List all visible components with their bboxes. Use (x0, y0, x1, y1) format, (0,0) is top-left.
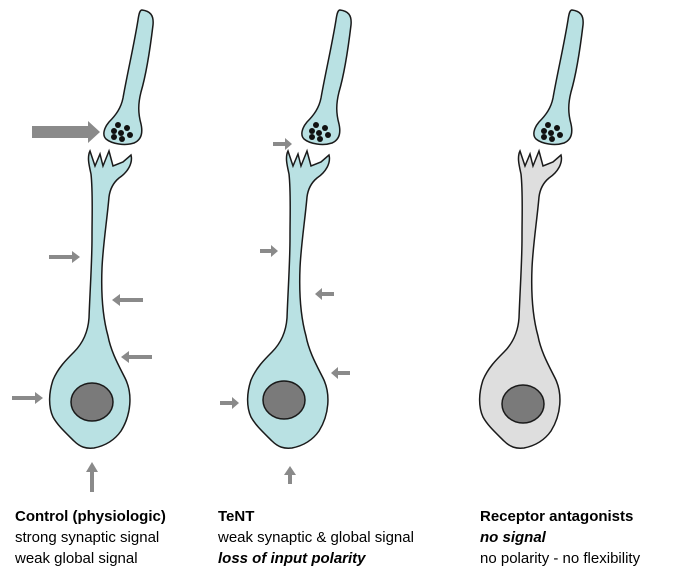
control-arrow-soma-left (12, 392, 43, 404)
tent-panel (220, 10, 351, 484)
antagonists-line-2: no polarity - no flexibility (480, 548, 640, 569)
control-title: Control (physiologic) (15, 506, 166, 527)
control-arrow-soma-bottom (86, 462, 98, 492)
control-caption: Control (physiologic) strong synaptic si… (15, 506, 166, 569)
control-panel (12, 10, 153, 492)
control-line-1: strong synaptic signal (15, 527, 166, 548)
tent-synaptic-arrow (273, 138, 292, 150)
tent-arrow-soma-right (331, 367, 350, 379)
tent-nucleus (263, 381, 305, 419)
antagonists-nucleus (502, 385, 544, 423)
control-arrow-dendrite-left (49, 251, 80, 263)
neuron-diagram (0, 0, 673, 500)
tent-caption: TeNT weak synaptic & global signal loss … (218, 506, 414, 569)
tent-line-1: weak synaptic & global signal (218, 527, 414, 548)
tent-arrow-soma-bottom (284, 466, 296, 484)
tent-arrow-soma-left (220, 397, 239, 409)
antagonists-presynaptic-terminal (534, 10, 583, 144)
antagonists-line-1: no signal (480, 527, 640, 548)
tent-arrow-dendrite-left (260, 245, 278, 257)
tent-line-2: loss of input polarity (218, 548, 414, 569)
tent-title: TeNT (218, 506, 414, 527)
control-presynaptic-terminal (104, 10, 153, 144)
control-arrow-dendrite-right (112, 294, 143, 306)
control-synaptic-arrow (32, 121, 100, 143)
tent-presynaptic-terminal (302, 10, 351, 144)
antagonists-title: Receptor antagonists (480, 506, 640, 527)
control-nucleus (71, 383, 113, 421)
tent-arrow-dendrite-right (315, 288, 334, 300)
antagonists-caption: Receptor antagonists no signal no polari… (480, 506, 640, 569)
control-line-2: weak global signal (15, 548, 166, 569)
control-arrow-soma-right (121, 351, 152, 363)
antagonists-panel (480, 10, 584, 448)
